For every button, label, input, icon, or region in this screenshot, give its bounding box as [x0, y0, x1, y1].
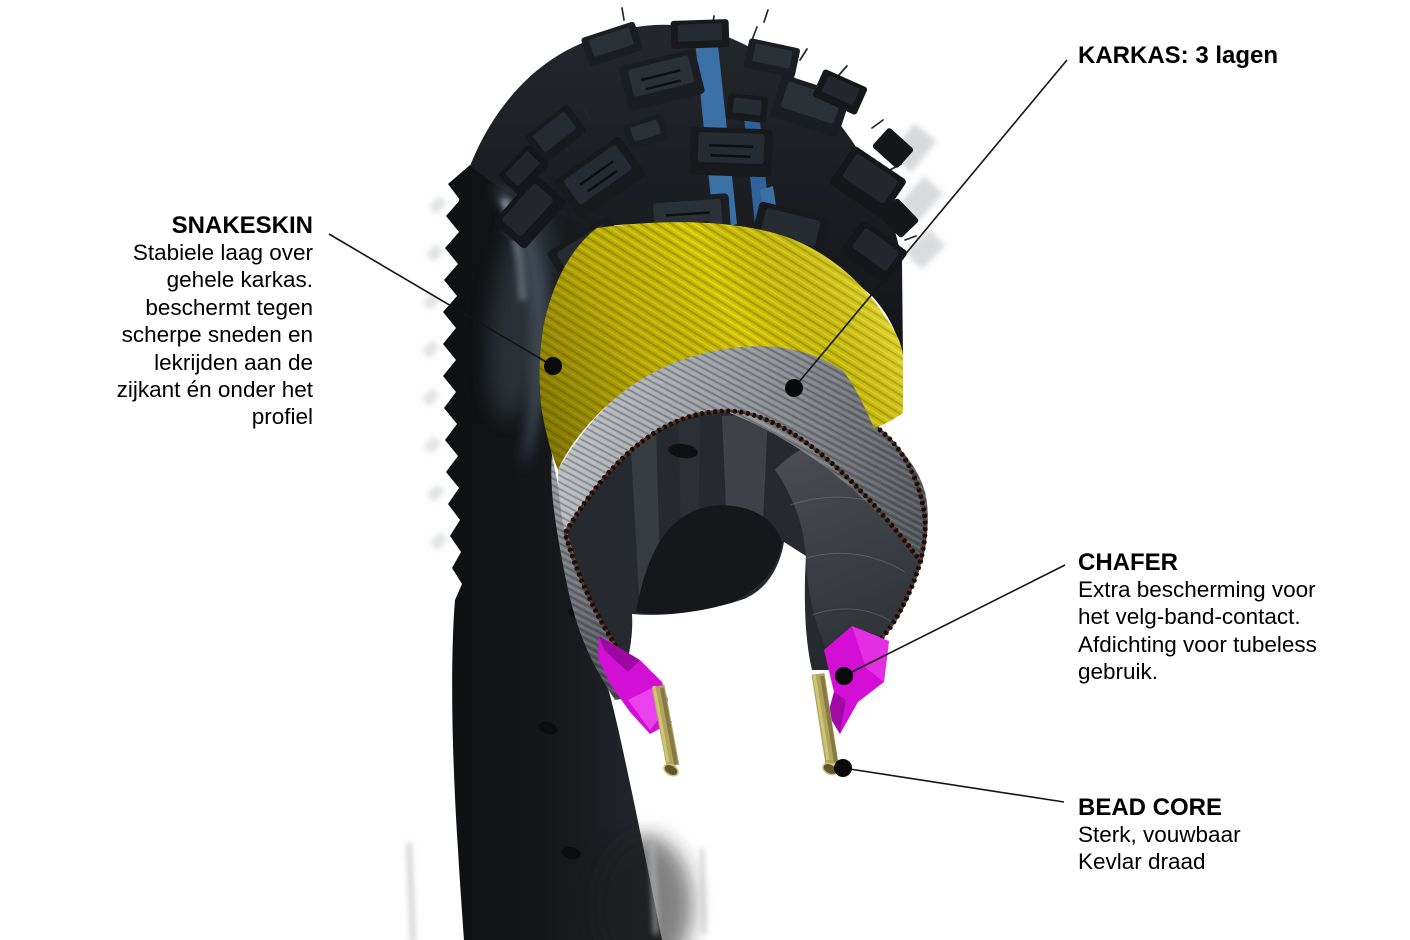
- callout-snakeskin-body: Stabiele laag over gehele karkas. besche…: [116, 240, 313, 430]
- callout-dot-bead-core: [834, 759, 852, 777]
- floor-reflections: [406, 842, 706, 940]
- sidewall-ghost-knobs: [421, 195, 448, 551]
- callout-bead-core-title: BEAD CORE: [1078, 794, 1223, 821]
- leader-line-snakeskin: [328, 233, 554, 367]
- callout-karkas-title: KARKAS: 3 lagen: [1078, 42, 1279, 69]
- sidewall-sheen-wash: [488, 200, 556, 420]
- callout-snakeskin-title: SNAKESKIN: [171, 212, 313, 239]
- callout-chafer: CHAFER Extra bescherming voor het velg-b…: [1078, 549, 1317, 686]
- interior-vent-hole: [668, 443, 698, 459]
- callout-chafer-body: Extra bescherming voor het velg-band-con…: [1078, 577, 1317, 685]
- interior-gap: [626, 542, 815, 700]
- bead-core-right: [811, 673, 839, 776]
- chafer-right: [824, 626, 889, 734]
- carcass-layer-hatch: [558, 342, 928, 563]
- callout-karkas: KARKAS: 3 lagen: [1078, 42, 1278, 69]
- bead-core-left: [651, 684, 680, 777]
- callout-dot-chafer: [835, 667, 853, 685]
- snakeskin-layer-shading: [539, 222, 903, 470]
- sidewall-bottom-shadow: [597, 835, 693, 940]
- callout-dot-karkas: [785, 379, 803, 397]
- interior-deep-shadow: [636, 505, 782, 615]
- callout-dots: [544, 357, 853, 777]
- callout-snakeskin: SNAKESKIN Stabiele laag over gehele kark…: [0, 212, 313, 431]
- leader-line-karkas: [793, 59, 1068, 389]
- callout-chafer-title: CHAFER: [1078, 549, 1178, 576]
- callout-dot-snakeskin: [544, 357, 562, 375]
- callout-bead-core: BEAD CORE Sterk, vouwbaar Kevlar draad: [1078, 794, 1241, 876]
- callout-leaders: [328, 59, 1068, 803]
- tread-knobs: [494, 7, 919, 288]
- callout-bead-core-body: Sterk, vouwbaar Kevlar draad: [1078, 822, 1241, 875]
- leader-line-bead-core: [842, 767, 1065, 803]
- leader-line-chafer: [843, 564, 1066, 677]
